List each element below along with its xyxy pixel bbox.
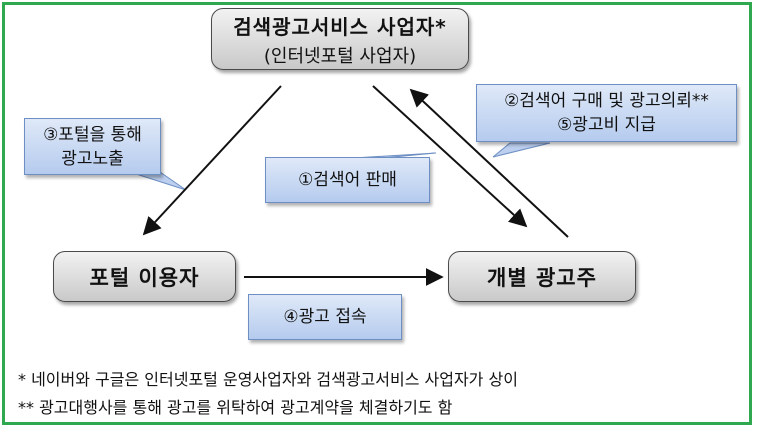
node-search-ad-provider: 검색광고서비스 사업자* (인터넷포털 사업자) bbox=[211, 8, 469, 70]
arrow-provider-to-user bbox=[142, 85, 282, 236]
diagram-frame bbox=[2, 2, 752, 425]
node-provider-subtitle: (인터넷포털 사업자) bbox=[263, 45, 417, 67]
node-portal-user: 포털 이용자 bbox=[53, 251, 236, 302]
callout-c3-line1: ③포털을 통해 bbox=[43, 124, 142, 145]
node-user-label: 포털 이용자 bbox=[89, 265, 200, 290]
arrow-provider-to-advertiser bbox=[372, 85, 528, 228]
callout-c1-text: ①검색어 판매 bbox=[298, 170, 397, 190]
callout-c4-text: ④광고 접속 bbox=[283, 307, 367, 327]
footnote-2: ** 광고대행사를 통해 광고를 위탁하여 광고계약을 체결하기도 함 bbox=[18, 398, 453, 417]
node-advertiser: 개별 광고주 bbox=[448, 251, 636, 302]
callout-ad-access: ④광고 접속 bbox=[248, 294, 402, 340]
callout-c3-line2: 광고노출 bbox=[61, 148, 124, 169]
callout-ad-exposure: ③포털을 통해 광고노출 bbox=[24, 118, 161, 175]
arrow-advertiser-to-provider bbox=[409, 88, 569, 238]
callout-c2-line2: ⑤광고비 지급 bbox=[557, 115, 656, 135]
footnote-1: * 네이버와 구글은 인터넷포털 운영사업자와 검색광고서비스 사업자가 상이 bbox=[18, 370, 518, 389]
node-advertiser-label: 개별 광고주 bbox=[487, 265, 597, 290]
callout-purchase-and-payment: ②검색어 구매 및 광고의뢰** ⑤광고비 지급 bbox=[476, 84, 737, 142]
callout-tail-c2 bbox=[492, 142, 551, 158]
node-provider-title: 검색광고서비스 사업자* bbox=[233, 14, 447, 39]
callout-c2-line1: ②검색어 구매 및 광고의뢰** bbox=[504, 91, 709, 111]
callout-search-term-sale: ①검색어 판매 bbox=[265, 157, 430, 203]
